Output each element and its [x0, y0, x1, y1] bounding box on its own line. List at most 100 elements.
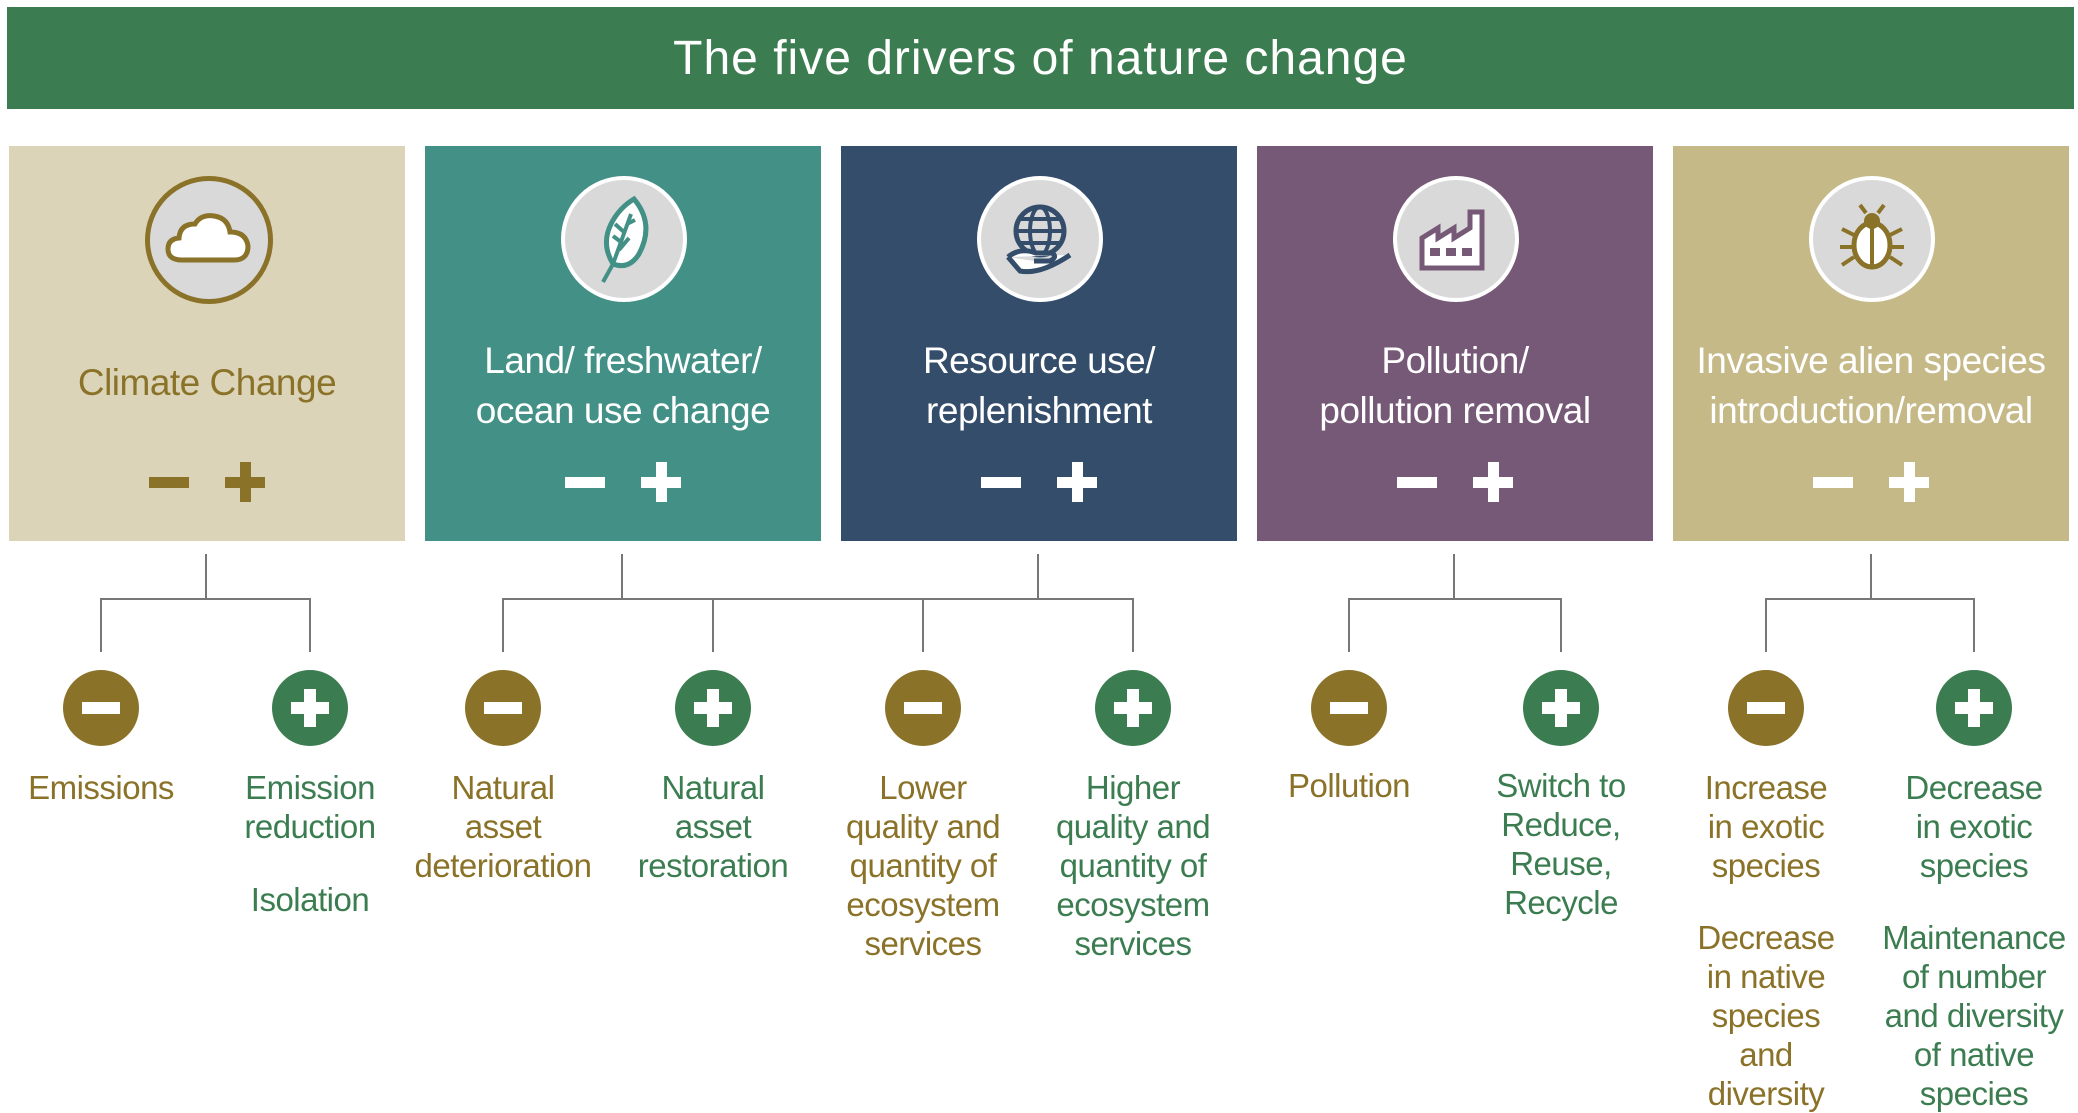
outcome-label-line: Natural	[661, 769, 765, 806]
outcome-label-line: Natural	[451, 769, 555, 806]
outcome-label-line: of number	[1901, 958, 2047, 995]
minus-icon	[149, 462, 189, 502]
minus-icon	[565, 462, 605, 502]
title-banner: The five drivers of nature change	[7, 7, 2074, 109]
outcome-label-line: diversity	[1707, 1075, 1825, 1112]
negative-impact-icon	[465, 670, 541, 746]
outcome-label-line: quality and	[1055, 808, 1211, 845]
outcome-label-line: species	[1711, 997, 1821, 1034]
outcome-label-line: quantity of	[849, 847, 997, 884]
plus-icon	[641, 462, 681, 502]
minus-icon	[81, 688, 121, 728]
plus-icon	[1113, 688, 1153, 728]
negative-impact-icon	[1311, 670, 1387, 746]
outcome-label-line: Emissions	[28, 769, 174, 806]
outcome-label-line: Lower	[879, 769, 967, 806]
plus-icon	[1473, 462, 1513, 502]
plus-icon	[693, 688, 733, 728]
outcome-label-line: quantity of	[1059, 847, 1207, 884]
outcome-label-line: Pollution	[1287, 767, 1411, 804]
outcome-label-line: species	[1711, 847, 1821, 884]
positive-impact-icon	[272, 670, 348, 746]
outcome-label: Pollution	[1244, 766, 1454, 805]
outcome-label-line: Switch to	[1496, 767, 1626, 804]
driver-title-line: pollution removal	[1319, 390, 1591, 431]
outcome-label-line: of native	[1913, 1036, 2035, 1073]
outcome-label: Emissions	[0, 768, 206, 807]
outcome-label-line: Reduce,	[1501, 806, 1621, 843]
plus-icon	[225, 462, 265, 502]
outcome-label-line: quality and	[845, 808, 1001, 845]
outcome-label-line: Decrease	[1697, 919, 1835, 956]
connector-land-resource	[502, 554, 1134, 652]
driver-title: Land/ freshwater/ocean use change	[425, 336, 821, 436]
outcome-label: Isolation	[205, 880, 415, 919]
driver-card-resource-use: Resource use/replenishment	[841, 146, 1237, 541]
outcome-label-line: and diversity	[1884, 997, 2064, 1034]
positive-impact-icon	[1523, 670, 1599, 746]
outcome-label-line: asset	[674, 808, 752, 845]
driver-title-line: Pollution/	[1381, 340, 1529, 381]
driver-title-line: ocean use change	[475, 390, 771, 431]
minus-icon	[1329, 688, 1369, 728]
outcome-label-line: in native	[1706, 958, 1826, 995]
outcome-label-line: species	[1919, 1075, 2029, 1112]
driver-card-pollution: Pollution/pollution removal	[1257, 146, 1653, 541]
globe-hand-icon	[977, 176, 1103, 302]
plus-icon	[1057, 462, 1097, 502]
outcome-label-line: Higher	[1085, 769, 1181, 806]
outcome-label-line: ecosystem	[846, 886, 1000, 923]
outcome-label-line: Decrease	[1905, 769, 2043, 806]
driver-title: Climate Change	[77, 362, 337, 403]
driver-title: Pollution/pollution removal	[1257, 336, 1653, 436]
outcome-label-line: deterioration	[414, 847, 592, 884]
outcome-label-line: Isolation	[250, 881, 370, 918]
outcome-label-line: asset	[464, 808, 542, 845]
outcome-label-line: and	[1739, 1036, 1793, 1073]
outcome-label-line: species	[1919, 847, 2029, 884]
connector-invasive	[1765, 554, 1975, 652]
connector-pollution	[1348, 554, 1562, 652]
plus-icon	[290, 688, 330, 728]
outcome-label-line: Recycle	[1504, 884, 1618, 921]
plus-icon	[1541, 688, 1581, 728]
driver-title-line: replenishment	[926, 390, 1152, 431]
outcome-label-line: reduction	[244, 808, 376, 845]
driver-title-line: Resource use/	[922, 340, 1156, 381]
driver-card-land-use: Land/ freshwater/ocean use change	[425, 146, 821, 541]
outcome-label-line: in exotic	[1915, 808, 2033, 845]
outcome-label-line: restoration	[637, 847, 789, 884]
plus-icon	[1889, 462, 1929, 502]
outcome-label-line: Increase	[1704, 769, 1828, 806]
minus-icon	[1746, 688, 1786, 728]
minus-icon	[981, 462, 1021, 502]
outcome-label-line: ecosystem	[1056, 886, 1210, 923]
negative-impact-icon	[63, 670, 139, 746]
outcome-label-line: services	[1074, 925, 1192, 962]
page-title: The five drivers of nature change	[673, 31, 1408, 85]
outcome-label-line: Reuse,	[1510, 845, 1612, 882]
driver-title: Resource use/replenishment	[841, 336, 1237, 436]
minus-icon	[483, 688, 523, 728]
factory-icon	[1393, 176, 1519, 302]
connector-climate	[100, 554, 311, 652]
minus-icon	[1813, 462, 1853, 502]
driver-card-climate-change: Climate Change	[9, 146, 405, 541]
cloud-icon	[145, 176, 273, 304]
driver-title-line: Invasive alien species	[1696, 340, 2046, 381]
outcome-label-line: in exotic	[1707, 808, 1825, 845]
outcome-label-line: Emission	[245, 769, 375, 806]
minus-icon	[903, 688, 943, 728]
outcome-label-line: services	[864, 925, 982, 962]
